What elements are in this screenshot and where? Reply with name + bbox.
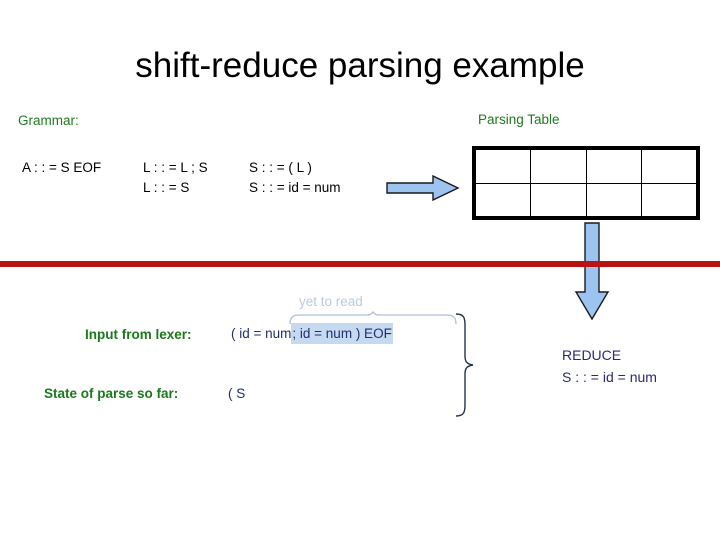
reduce-action-name: REDUCE xyxy=(562,347,622,363)
grammar-rule-l1: L : : = L ; S xyxy=(143,160,208,175)
state-of-parse-value: ( S xyxy=(228,386,246,401)
table-cell[interactable] xyxy=(474,149,532,184)
reduce-action-block: REDUCE S : : = id = num xyxy=(562,344,657,388)
tokens-yet-to-read: ; id = num ) EOF xyxy=(291,323,393,344)
table-cell[interactable] xyxy=(474,182,532,217)
parse-group-brace xyxy=(452,312,478,418)
input-from-lexer-label: Input from lexer: xyxy=(85,327,192,342)
table-row xyxy=(474,149,698,184)
table-cell[interactable] xyxy=(640,182,698,217)
yet-to-read-brace xyxy=(288,311,458,325)
parsing-table-label: Parsing Table xyxy=(478,112,560,127)
grammar-label: Grammar: xyxy=(18,113,79,128)
parsing-table xyxy=(472,146,700,220)
grammar-rule-s2: S : : = id = num xyxy=(249,180,341,195)
red-divider xyxy=(0,261,720,267)
input-token-stream: ( id = num; id = num ) EOF xyxy=(231,323,393,344)
page-title: shift-reduce parsing example xyxy=(135,46,585,85)
table-cell[interactable] xyxy=(585,149,642,184)
yet-to-read-caption: yet to read xyxy=(299,294,363,309)
right-arrow-icon xyxy=(386,174,460,202)
grammar-rule-l2: L : : = S xyxy=(143,180,190,195)
reduce-action-rule: S : : = id = num xyxy=(562,369,657,385)
table-cell[interactable] xyxy=(530,182,587,217)
table-cell[interactable] xyxy=(585,182,642,217)
table-cell[interactable] xyxy=(530,149,587,184)
grammar-rule-s1: S : : = ( L ) xyxy=(249,160,312,175)
table-row xyxy=(474,182,698,217)
tokens-already-read: ( id = num xyxy=(231,326,292,341)
state-of-parse-label: State of parse so far: xyxy=(44,386,179,401)
grammar-rule-a: A : : = S EOF xyxy=(22,160,102,175)
down-arrow-icon xyxy=(570,222,614,322)
table-cell[interactable] xyxy=(640,149,698,184)
